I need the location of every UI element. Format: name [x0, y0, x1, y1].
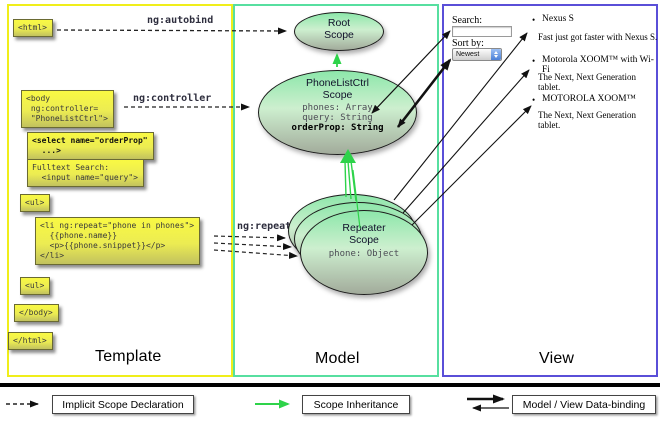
phone-item-name: MOTOROLA XOOM™ [542, 94, 636, 104]
phonelistctrl-prop-orderprop: orderProp: String [291, 123, 384, 133]
bullet-icon: • [532, 95, 536, 105]
code-box-ul-open: <ul> [20, 194, 51, 212]
phonelistctrl-prop-query: query: String [302, 113, 373, 123]
search-label: Search: [452, 15, 482, 26]
code-box-body-open: <body ng:controller= "PhoneListCtrl"> [21, 90, 114, 128]
repeater-prop-phone: phone: Object [328, 249, 400, 259]
sort-dropdown-value: Newest [456, 51, 480, 58]
dropdown-stepper-icon [491, 49, 501, 60]
code-box-fulltext-search: Fulltext Search: <input name="query"> [27, 159, 144, 187]
ng-controller-label: ng:controller [133, 93, 212, 104]
phone-item-name: Motorola XOOM™ with Wi-Fi [542, 55, 654, 75]
ng-autobind-label: ng:autobind [147, 15, 214, 26]
repeater-title-line2: Scope [349, 234, 379, 246]
phonelistctrl-prop-phones: phones: Array [302, 103, 373, 113]
phone-item-desc: The Next, Next Generation tablet. [538, 110, 636, 130]
code-box-select: <select name="orderProp" ...> [27, 132, 154, 160]
bullet-icon: • [532, 15, 536, 25]
code-box-body-close: </body> [14, 304, 59, 322]
search-input[interactable] [452, 26, 512, 37]
root-scope-title-line1: Root [327, 17, 351, 29]
phone-item-desc: Fast just got faster with Nexus S. [538, 32, 658, 42]
repeater-title-line1: Repeater [342, 222, 386, 234]
legend-separator [0, 383, 660, 387]
phonelistctrl-title-line2: Scope [322, 89, 353, 101]
root-scope-ellipse: Root Scope [294, 12, 384, 51]
template-column-label: Template [95, 348, 162, 365]
code-box-html-open: <html> [13, 19, 53, 37]
root-scope-title-line2: Scope [324, 29, 354, 41]
phone-item-desc: The Next, Next Generation tablet. [538, 72, 636, 92]
code-box-html-close: </html> [8, 332, 53, 350]
phonelistctrl-scope-ellipse: PhoneListCtrl Scope phones: Array query:… [258, 70, 417, 155]
model-column-label: Model [315, 350, 360, 367]
ng-repeat-label: ng:repeat [237, 221, 292, 232]
model-panel [233, 4, 439, 377]
code-box-ul-close: <ul> [20, 277, 51, 295]
sort-dropdown[interactable]: Newest [452, 48, 502, 61]
phone-item-name: Nexus S [542, 14, 574, 24]
legend-scope-inheritance: Scope Inheritance [302, 395, 410, 414]
view-column-label: View [539, 350, 575, 367]
code-box-li-repeat: <li ng:repeat="phone in phones"> {{phone… [35, 217, 201, 265]
bullet-icon: • [532, 56, 536, 66]
repeater-scope-ellipse-front: Repeater Scope phone: Object [300, 210, 428, 295]
phonelistctrl-title-line1: PhoneListCtrl [305, 77, 370, 89]
legend-implicit-scope: Implicit Scope Declaration [52, 395, 194, 414]
legend-databinding: Model / View Data-binding [512, 395, 656, 414]
